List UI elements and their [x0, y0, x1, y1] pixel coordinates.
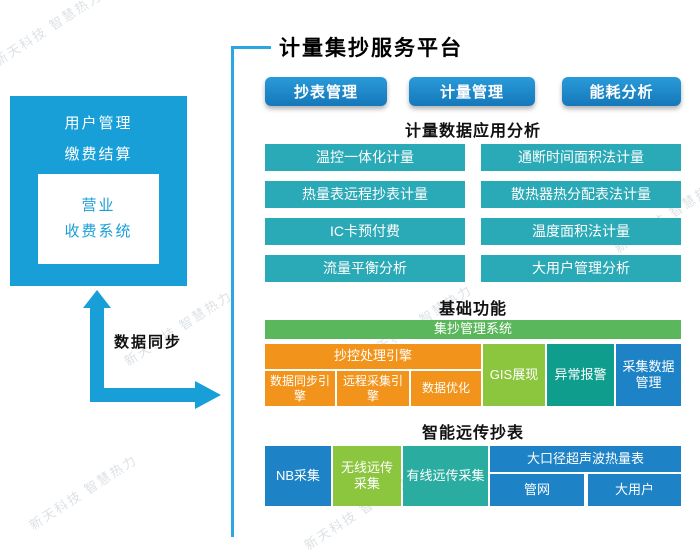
panel-border-top — [231, 46, 271, 49]
sync-arrow-vertical-shaft — [90, 306, 104, 402]
analysis-section-title: 计量数据应用分析 — [404, 123, 541, 140]
metering-mgmt-button[interactable]: 计量管理 — [409, 77, 535, 106]
engine-data-optimize: 数据优化 — [411, 371, 481, 406]
business-charging-box: 营业 收费系统 — [38, 174, 159, 264]
user-management-label: 用户管理 — [64, 115, 133, 132]
payment-settlement-label: 缴费结算 — [64, 146, 133, 163]
business-label-line1: 营业 — [81, 197, 116, 214]
analysis-item-flow-balance: 流量平衡分析 — [265, 255, 465, 282]
analysis-item-radiator-alloc: 散热器热分配表法计量 — [481, 181, 681, 208]
sync-arrow-horizontal-shaft — [90, 388, 196, 402]
watermark: 新天科技 智慧热力 — [121, 287, 236, 369]
engine-remote-collect: 远程采集引擎 — [337, 371, 409, 406]
watermark: 新天科技 智慧热力 — [0, 0, 106, 69]
analysis-item-big-user: 大用户管理分析 — [481, 255, 681, 282]
collect-data-mgmt-box: 采集数据管理 — [616, 344, 681, 406]
nb-collect-box: NB采集 — [265, 446, 331, 506]
big-user-box: 大用户 — [588, 474, 681, 506]
billing-system-panel: 用户管理 缴费结算 营业 收费系统 — [10, 96, 187, 286]
remote-section-title: 智能远传抄表 — [421, 425, 524, 442]
analysis-item-temp-control: 温控一体化计量 — [265, 144, 465, 171]
wireless-collect-box: 无线远传采集 — [333, 446, 401, 506]
abnormal-alarm-box: 异常报警 — [547, 344, 614, 406]
collection-system-bar: 集抄管理系统 — [265, 320, 681, 339]
sync-arrow-up-head — [83, 290, 111, 308]
analysis-item-temp-area: 温度面积法计量 — [481, 218, 681, 245]
panel-border-left — [231, 46, 234, 537]
engine-header: 抄控处理引擎 — [265, 344, 481, 369]
engine-data-sync: 数据同步引擎 — [265, 371, 335, 406]
wired-collect-box: 有线远传采集 — [403, 446, 488, 506]
business-label-line2: 收费系统 — [64, 223, 133, 240]
meter-reading-button[interactable]: 抄表管理 — [265, 77, 387, 106]
platform-title: 计量集抄服务平台 — [279, 37, 463, 60]
basic-section-title: 基础功能 — [438, 301, 507, 318]
analysis-item-onoff-area: 通断时间面积法计量 — [481, 144, 681, 171]
watermark: 新天科技 智慧热力 — [26, 451, 141, 533]
sync-arrow-right-head — [195, 381, 221, 409]
gis-display-box: GIS展现 — [483, 344, 545, 406]
ultrasonic-meter-header: 大口径超声波热量表 — [490, 446, 681, 472]
analysis-item-ic-prepay: IC卡预付费 — [265, 218, 465, 245]
energy-analysis-button[interactable]: 能耗分析 — [562, 77, 681, 106]
analysis-item-heat-remote: 热量表远程抄表计量 — [265, 181, 465, 208]
pipe-network-box: 管网 — [490, 474, 584, 506]
data-sync-label: 数据同步 — [114, 334, 183, 351]
